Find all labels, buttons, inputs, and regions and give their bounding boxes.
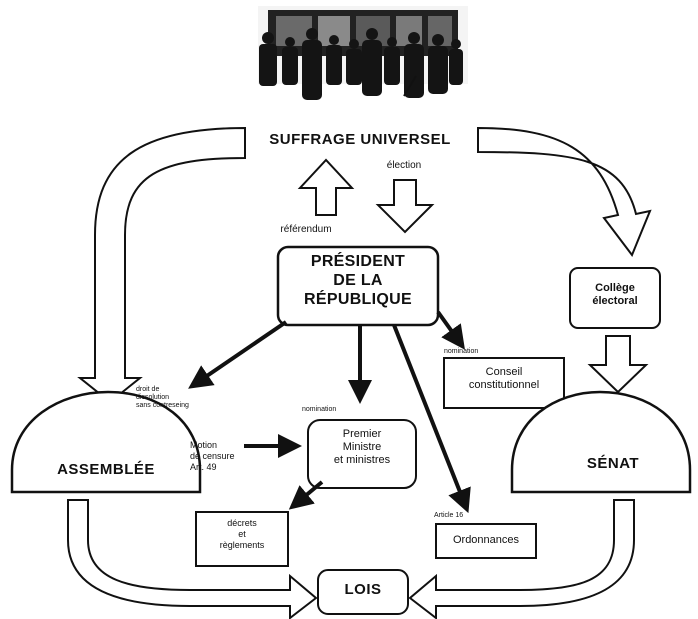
lois-label: LOIS	[344, 581, 382, 598]
senat-label: SÉNAT	[586, 455, 640, 472]
conseil-line-1: Conseil	[485, 366, 523, 378]
president-line-3: RÉPUBLIQUE	[304, 291, 412, 309]
referendum-label: référendum	[280, 224, 332, 235]
dissolution-line-1: droit de	[136, 386, 160, 393]
suffrage-label: SUFFRAGE UNIVERSEL	[269, 131, 451, 148]
president-line-2: DE LA	[333, 272, 383, 290]
college-line-1: Collège	[595, 282, 635, 294]
arrow-election	[375, 179, 435, 234]
premier-line-1: Premier	[342, 428, 382, 440]
motion-line-1: Motion	[190, 440, 218, 450]
arrow-suffrage-to-college	[477, 126, 652, 258]
lois-box	[317, 569, 409, 615]
motion-label: Motion de censure Art. 49	[190, 440, 260, 472]
dissolution-line-3: sans contreseing	[136, 402, 189, 410]
decrets-box	[195, 511, 289, 567]
premier-box	[307, 419, 417, 489]
arrow-college-to-senat	[587, 335, 649, 394]
decrets-line-2: et	[238, 528, 246, 539]
assemblee-label: ASSEMBLÉE	[57, 461, 155, 478]
premier-line-2: Ministre	[342, 441, 382, 454]
arrow-dissolution	[188, 320, 288, 389]
crowd-photo	[258, 6, 468, 100]
premier-label: Premier Ministre et ministres	[308, 428, 416, 468]
decrets-line-3: règlements	[219, 539, 265, 550]
college-label: Collège électoral	[570, 282, 660, 308]
president-label: PRÉSIDENT DE LA RÉPUBLIQUE	[278, 252, 438, 310]
assemblee-dome	[10, 390, 202, 494]
conseil-label: Conseil constitutionnel	[444, 366, 564, 392]
conseil-line-2: constitutionnel	[468, 379, 540, 392]
college-line-2: électoral	[592, 295, 638, 308]
decrets-line-1: décrets	[227, 518, 257, 528]
arrow-referendum	[297, 158, 355, 216]
college-box	[569, 267, 661, 329]
motion-line-3: Art. 49	[190, 461, 217, 472]
arrow-article16	[392, 324, 471, 514]
nomination-premier-label: nomination	[302, 406, 337, 413]
arrow-nomination-conseil	[436, 310, 465, 350]
election-label: élection	[386, 160, 422, 171]
arrow-assemblee-to-lois	[67, 499, 318, 619]
arrow-senat-to-lois	[408, 499, 635, 619]
premier-line-3: et ministres	[333, 454, 391, 467]
arrow-premier-to-decrets	[288, 480, 324, 510]
motion-line-2: de censure	[190, 450, 235, 461]
arrow-suffrage-to-assemblee	[77, 126, 246, 404]
president-line-1: PRÉSIDENT	[310, 253, 406, 270]
decrets-label: décrets et règlements	[196, 518, 288, 550]
nomination-conseil-label: nomination	[444, 348, 479, 355]
dissolution-label: droit de dissolution sans contreseing	[136, 386, 236, 410]
ordonnances-label: Ordonnances	[452, 534, 520, 546]
article16-label: Article 16	[434, 512, 464, 519]
senat-dome	[510, 390, 692, 494]
dissolution-line-2: dissolution	[136, 394, 170, 402]
ordonnances-box	[435, 523, 537, 559]
conseil-box	[443, 357, 565, 409]
